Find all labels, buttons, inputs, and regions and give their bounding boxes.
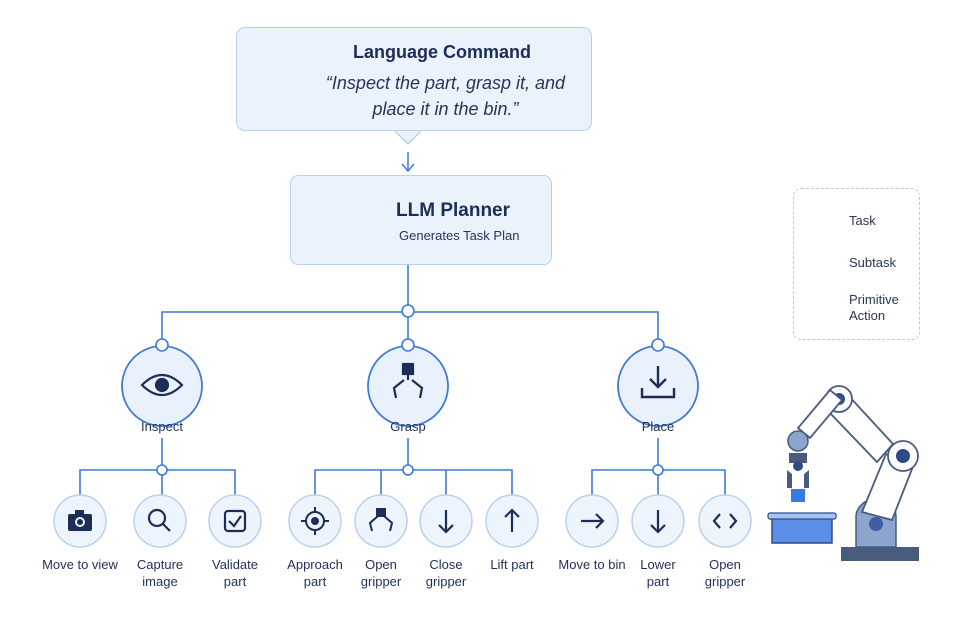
place-junction-dot [652,464,664,476]
eye-icon [140,373,184,397]
download-icon [640,366,676,399]
legend-primitive-label: Primitive Action [849,292,899,323]
primitive-label: Open gripper [704,557,746,589]
camera-icon [68,510,92,531]
command-to-planner-arrow [401,152,415,173]
subtask-label-place: Place [641,419,675,434]
subtask-label-inspect: Inspect [141,419,183,434]
planner-junction-dot [401,304,415,318]
arrow-down-icon [650,510,666,534]
subtask-node-inspect[interactable] [121,338,203,427]
primitive-node-open-gripper-2[interactable] [698,494,752,548]
subtask-connectors [79,438,726,495]
primitive-label: Lower part [640,557,676,589]
legend-task-label: Task [849,213,876,228]
primitive-node-open-gripper[interactable] [354,494,408,548]
subtask-label-grasp: Grasp [390,419,426,434]
primitive-node-lift-part[interactable] [485,494,539,548]
primitive-node-move-to-bin[interactable] [565,494,619,548]
crosshair-icon [301,507,329,535]
legend [793,188,920,340]
primitive-node-capture-image[interactable] [133,494,187,548]
inspect-junction-dot [156,464,168,476]
llm-planner-subtitle: Generates Task Plan [399,228,520,243]
grasp-junction-dot [402,464,414,476]
primitive-label: Validate part [211,557,258,589]
magnifier-icon [147,508,171,532]
primitive-node-validate-part[interactable] [208,494,262,548]
primitive-label: Approach part [287,557,343,589]
primitive-node-approach-part[interactable] [288,494,342,548]
checkbox-icon [223,509,247,533]
language-command-text: “Inspect the part, grasp it, and place i… [325,73,566,119]
subtask-node-place[interactable] [617,338,699,427]
llm-planner-title: LLM Planner [396,200,511,221]
language-command-box [236,27,592,131]
primitive-label: Move to view [42,557,118,572]
primitive-label: Move to bin [558,557,626,572]
primitive-label: Close gripper [425,557,467,589]
legend-subtask-label: Subtask [849,255,896,270]
primitive-node-close-gripper[interactable] [419,494,473,548]
subtask-node-grasp[interactable] [367,338,449,427]
llm-planner-box[interactable] [290,175,552,265]
primitive-node-move-to-view[interactable] [53,494,107,548]
primitive-node-lower-part[interactable] [631,494,685,548]
primitive-label: Open gripper [360,557,402,589]
language-command-title: Language Command [352,42,531,62]
code-brackets-icon [712,513,738,529]
command-bubble-tail [393,129,423,146]
arrow-up-icon [504,508,520,532]
primitive-label: Lift part [490,557,534,572]
robot-arm-illustration [767,385,919,561]
gripper-open-icon [368,508,394,532]
arrow-right-icon [581,513,605,529]
arrow-down-icon [438,510,454,534]
gripper-icon [392,362,424,399]
primitive-label: Capture image [136,557,184,589]
